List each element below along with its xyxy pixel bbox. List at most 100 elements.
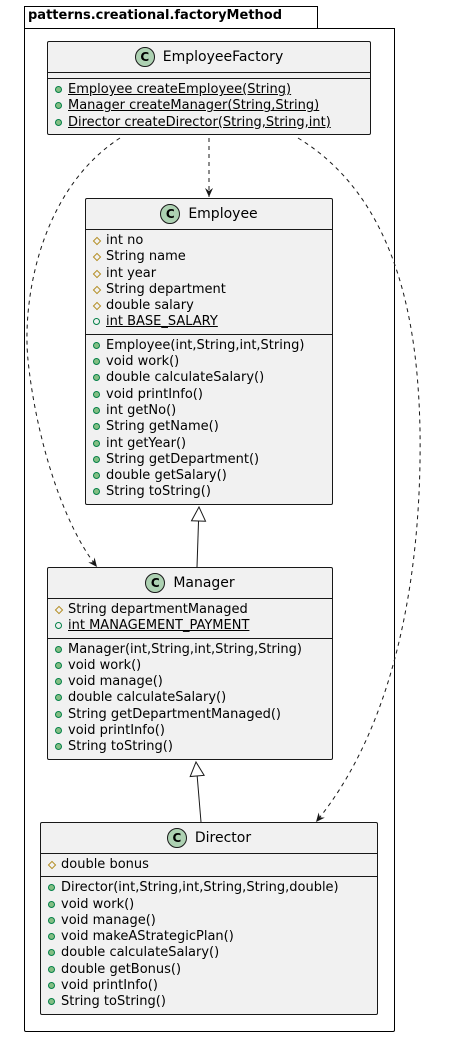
method-text: double calculateSalary()	[106, 370, 265, 386]
public-visibility-icon	[48, 933, 55, 941]
manager-header: C Manager	[48, 568, 332, 599]
method-row: double getBonus()	[41, 962, 377, 978]
public-visibility-icon	[55, 86, 62, 93]
method-text: String getName()	[106, 419, 219, 435]
public-visibility-icon	[48, 998, 55, 1006]
class-stereotype-icon: C	[160, 204, 181, 224]
protected-visibility-icon	[54, 605, 64, 615]
field-row: double bonus	[41, 857, 377, 873]
field-row: String name	[86, 249, 332, 265]
public-visibility-icon	[55, 102, 62, 110]
method-row: void manage()	[41, 913, 377, 929]
field-text: int BASE_SALARY	[106, 314, 218, 330]
method-text: Employee(int,String,int,String)	[106, 337, 305, 353]
method-row: void work()	[41, 897, 377, 913]
method-row: void manage()	[48, 674, 332, 690]
package-frame	[24, 28, 395, 1032]
method-row: void work()	[86, 354, 332, 370]
director-methods: Director(int,String,int,String,String,do…	[41, 877, 377, 1013]
field-text: String name	[106, 249, 186, 265]
public-visibility-icon	[93, 358, 100, 366]
method-row: Manager createManager(String,String)	[48, 98, 370, 114]
method-row: void printInfo()	[86, 387, 332, 403]
public-visibility-icon	[93, 472, 100, 480]
field-text: String departmentManaged	[68, 602, 248, 617]
class-stereotype-icon: C	[134, 47, 155, 67]
public-visibility-icon	[48, 949, 55, 957]
method-row: String getName()	[86, 419, 332, 435]
method-text: int getYear()	[106, 435, 187, 451]
public-visibility-icon	[55, 727, 62, 735]
public-visibility-icon	[55, 694, 62, 702]
method-row: String getDepartment()	[86, 452, 332, 468]
method-text: double getBonus()	[61, 961, 182, 977]
manager-name: Manager	[173, 575, 235, 591]
package-title: patterns.creational.factoryMethod	[28, 8, 283, 23]
method-text: void printInfo()	[106, 386, 203, 402]
method-text: void manage()	[61, 912, 156, 928]
package-tab	[24, 6, 318, 28]
field-row: int MANAGEMENT_PAYMENT	[48, 618, 332, 634]
method-row: void printInfo()	[48, 723, 332, 739]
method-text: double calculateSalary()	[61, 945, 220, 961]
method-text: void makeAStrategicPlan()	[61, 929, 234, 945]
method-text: String getDepartment()	[106, 451, 260, 467]
method-row: Employee(int,String,int,String)	[86, 338, 332, 354]
method-row: Manager(int,String,int,String,String)	[48, 642, 332, 658]
class-stereotype-icon: C	[166, 828, 187, 848]
public-visibility-icon	[93, 406, 100, 414]
method-row: int getYear()	[86, 436, 332, 452]
director-header: C Director	[41, 823, 377, 854]
public-visibility-icon	[48, 884, 55, 892]
method-row: double calculateSalary()	[48, 690, 332, 706]
method-text: String getDepartmentManaged()	[68, 706, 281, 722]
method-text: void work()	[68, 657, 142, 673]
public-visibility-icon	[48, 916, 55, 924]
public-visibility-icon	[55, 661, 62, 669]
method-row: void printInfo()	[41, 978, 377, 994]
inheritance-manager-employee	[197, 507, 199, 568]
method-row: String toString()	[48, 739, 332, 755]
field-row: int year	[86, 266, 332, 282]
field-text: String department	[106, 281, 226, 297]
director-name: Director	[194, 830, 252, 846]
employee-methods: Employee(int,String,int,String)void work…	[86, 335, 332, 504]
method-text: Employee createEmployee(String)	[68, 82, 292, 97]
method-text: Director createDirector(String,String,in…	[68, 114, 331, 130]
method-text: String toString()	[106, 484, 211, 500]
manager-methods: Manager(int,String,int,String,String)voi…	[48, 639, 332, 759]
method-row: String toString()	[41, 994, 377, 1010]
public-visibility-icon	[93, 423, 100, 431]
field-row: int no	[86, 233, 332, 249]
public-visibility-icon	[55, 118, 62, 126]
method-row: Director createDirector(String,String,in…	[48, 115, 370, 131]
public-visibility-icon	[93, 455, 100, 463]
method-row: double calculateSalary()	[86, 370, 332, 386]
method-row: Director(int,String,int,String,String,do…	[41, 880, 377, 896]
public-visibility-icon	[93, 374, 100, 382]
field-row: String departmentManaged	[48, 602, 332, 618]
public-visibility-icon	[48, 900, 55, 908]
employee-factory-name: EmployeeFactory	[162, 49, 284, 65]
protected-visibility-icon	[92, 301, 102, 311]
method-row: Employee createEmployee(String)	[48, 82, 370, 98]
method-text: double getSalary()	[106, 468, 227, 484]
employee-factory-fields	[48, 73, 370, 79]
method-row: String toString()	[86, 484, 332, 500]
field-text: double salary	[106, 298, 194, 314]
employee-factory-header: C EmployeeFactory	[48, 42, 370, 73]
field-row: double salary	[86, 298, 332, 314]
dependency-factory-director	[297, 137, 421, 823]
public-visibility-icon	[48, 965, 55, 973]
method-text: int getNo()	[106, 402, 177, 418]
method-text: void work()	[61, 896, 135, 912]
class-stereotype-icon: C	[145, 573, 166, 593]
public-visibility-icon	[55, 710, 62, 718]
